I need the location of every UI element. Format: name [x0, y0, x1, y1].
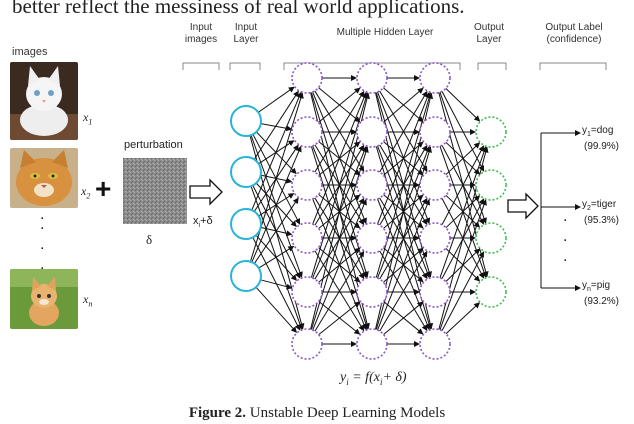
network-edge [314, 250, 365, 332]
hidden1-node [291, 116, 323, 148]
network-edge [441, 251, 484, 331]
network-edge [257, 86, 295, 113]
hidden2-node [356, 222, 388, 254]
network-nodes [230, 62, 507, 360]
hidden1-node [291, 62, 323, 94]
network-edge [445, 88, 481, 122]
hidden1-node [291, 169, 323, 201]
plus-sign: + [95, 173, 112, 204]
network-edge [445, 142, 481, 176]
network-edge [249, 92, 304, 262]
network-edge [251, 145, 302, 263]
network-edge [253, 90, 299, 160]
hidden3-node [419, 116, 451, 148]
network-edge [439, 146, 487, 279]
network-edge [258, 245, 295, 269]
output-y1: y1=dog (99.9%) [582, 125, 620, 152]
network-edge [250, 134, 303, 278]
network-edge [383, 301, 424, 335]
output-bracket [540, 130, 581, 291]
network-edge [318, 301, 361, 336]
hidden3-node [419, 222, 451, 254]
perturbation-noise-image [123, 158, 187, 224]
network-edge [253, 197, 299, 264]
input-node [230, 260, 262, 292]
output-y2: y2=tiger (95.3%) [582, 199, 620, 226]
network-edge [312, 91, 367, 225]
header-text: better reflect the messiness of real wor… [12, 0, 465, 18]
network-edge [377, 198, 431, 331]
hidden1-node [291, 328, 323, 360]
hidden2-node [356, 116, 388, 148]
hidden3-node [419, 276, 451, 308]
delta-label: δ [146, 232, 153, 247]
network-edge [439, 199, 487, 331]
network-edge [441, 91, 485, 172]
output-label-label: Output Label(confidence) [545, 22, 603, 45]
input-node [230, 208, 262, 240]
hidden2-node [356, 276, 388, 308]
formula: yi = f(xi+ δ) [340, 370, 407, 387]
output-arrow [507, 192, 539, 220]
network-edge [439, 91, 487, 224]
images-label: images [12, 46, 48, 58]
hidden2-node [356, 62, 388, 94]
network-edge [375, 146, 432, 330]
image-white-kitten [10, 62, 78, 140]
hidden-layer-label: Multiple Hidden Layer [336, 27, 434, 38]
image-label-xn: xn [83, 292, 93, 309]
input-node [230, 156, 262, 188]
input-arrow [189, 178, 223, 206]
network-edge [310, 146, 369, 330]
network-edge [310, 92, 369, 278]
output-node [475, 169, 507, 201]
network-edge [383, 87, 424, 123]
network-edge [314, 90, 365, 173]
network-edge [379, 90, 428, 173]
outputs-ellipsis: ... [563, 208, 568, 265]
output-node [475, 222, 507, 254]
output-node [475, 276, 507, 308]
network-edge [251, 91, 302, 211]
output-node [475, 116, 507, 148]
perturbation-label: perturbation [124, 139, 183, 151]
hidden2-node [356, 169, 388, 201]
hidden1-node [291, 276, 323, 308]
image-kitten-grass [10, 269, 78, 329]
hidden2-node [356, 328, 388, 360]
input-node [230, 105, 262, 137]
image-orange-cat [10, 148, 78, 208]
images-ellipsis: .... [40, 206, 45, 273]
network-edge [255, 286, 297, 333]
hidden3-node [419, 328, 451, 360]
network-edge [379, 250, 428, 332]
hidden3-node [419, 62, 451, 94]
x-plus-delta-label: xi+δ [193, 215, 213, 230]
hidden1-node [291, 222, 323, 254]
network-edge [318, 87, 361, 123]
output-yn: yn=pig (93.2%) [582, 280, 620, 307]
hidden3-node [419, 169, 451, 201]
network-edge [375, 92, 432, 278]
network-edge [441, 145, 484, 225]
figure-caption: Figure 2. Unstable Deep Learning Models [188, 405, 446, 421]
image-label-x1: x1 [83, 110, 93, 127]
network-edge [312, 198, 367, 331]
network-edge [260, 279, 293, 290]
network-edge [377, 91, 431, 225]
network-edge [445, 302, 481, 335]
image-label-x2: x2 [81, 184, 91, 201]
